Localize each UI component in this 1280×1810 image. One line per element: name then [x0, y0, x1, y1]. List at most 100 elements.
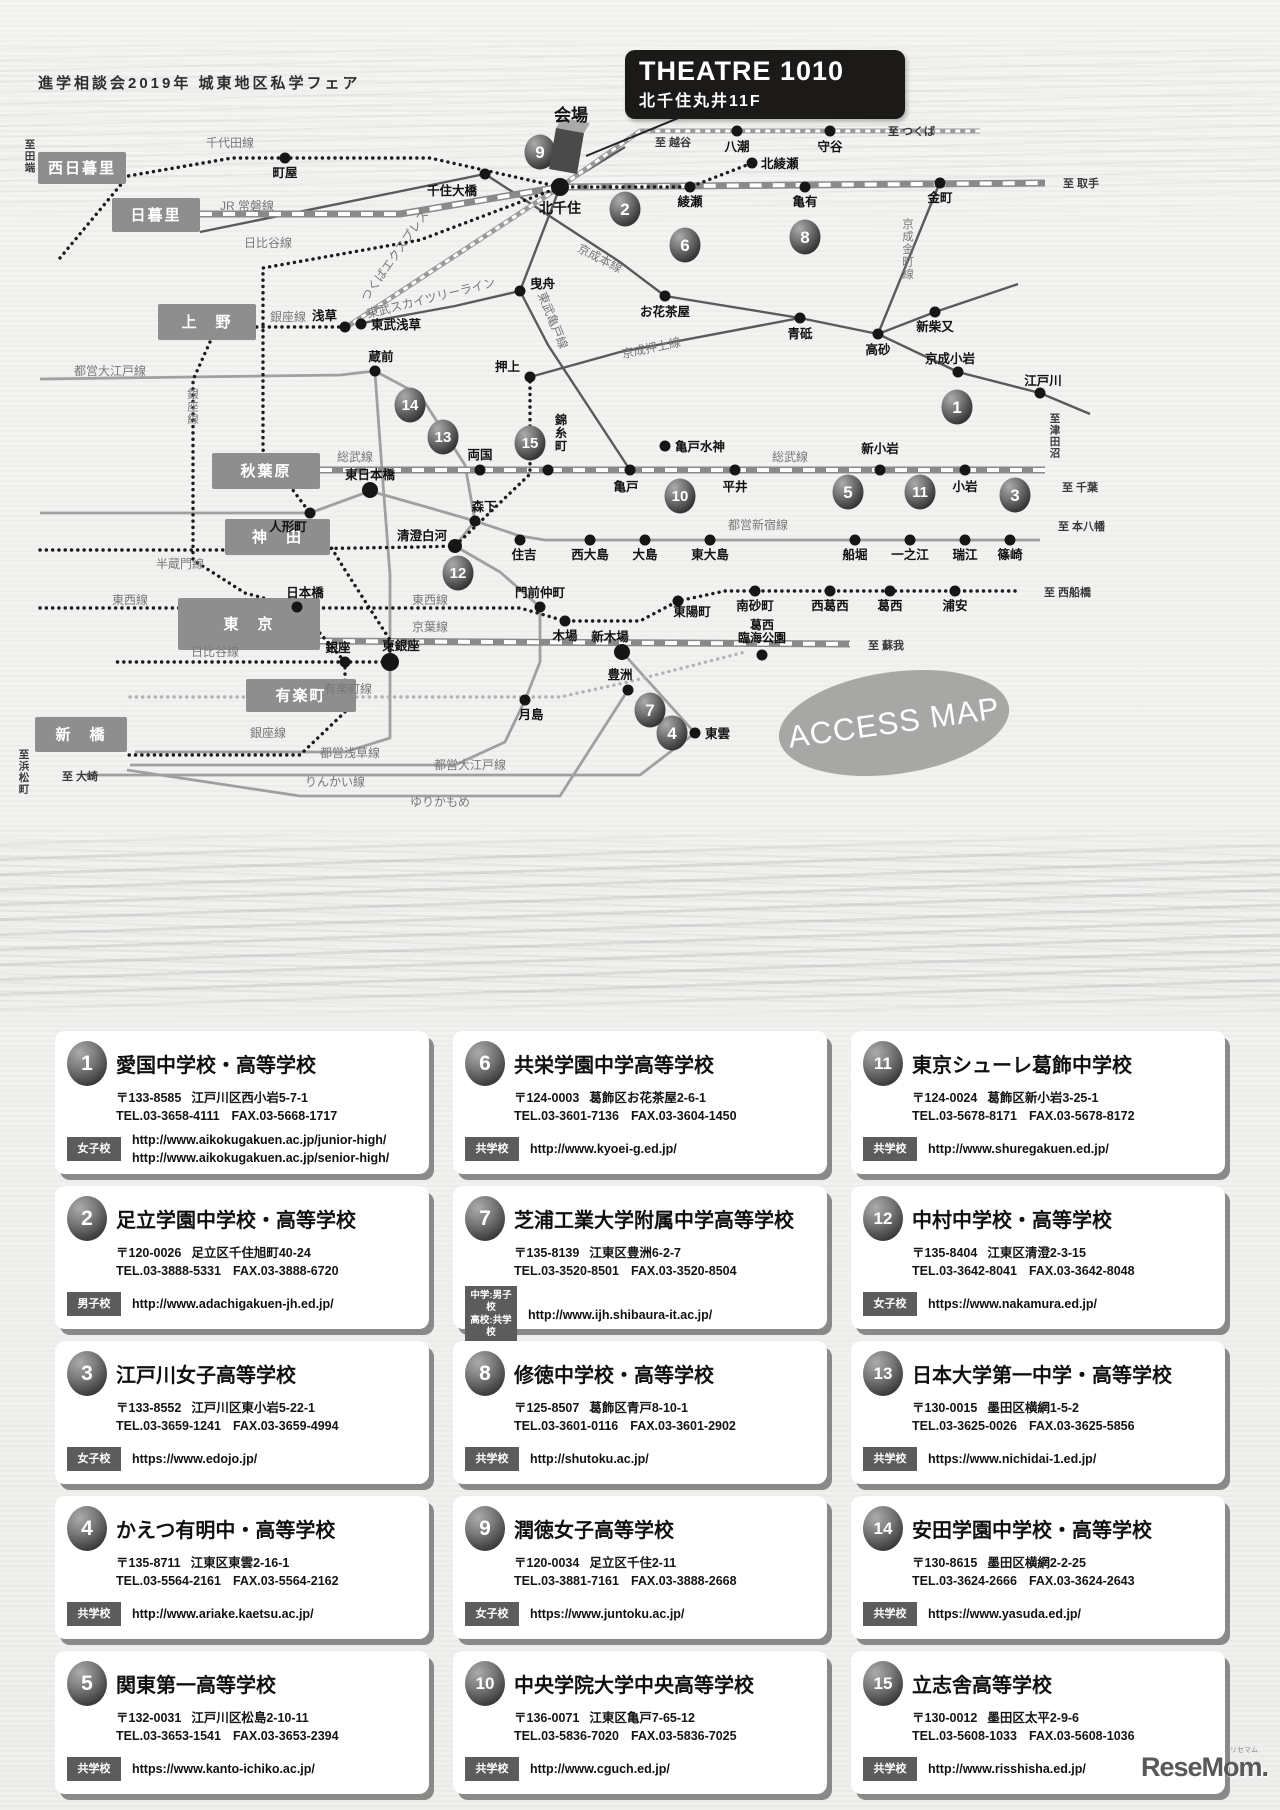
school-type-badge: 共学校 — [67, 1601, 121, 1627]
line-name-label: つくばエクスプレス — [358, 208, 431, 304]
map-number-label: 13 — [435, 429, 452, 446]
school-name: 立志舎高等学校 — [912, 1675, 1052, 1697]
resemom-logo-ruby: リセマム — [1230, 1747, 1258, 1754]
station-dot — [904, 534, 916, 546]
school-url-link[interactable]: http://www.aikokugakuen.ac.jp/junior-hig… — [132, 1133, 387, 1147]
station-label: 八潮 — [723, 139, 749, 154]
station-label: 亀有 — [792, 194, 817, 209]
school-url-link[interactable]: http://www.kyoei-g.ed.jp/ — [530, 1141, 677, 1156]
school-url-link[interactable]: http://www.shuregakuen.ed.jp/ — [928, 1141, 1109, 1156]
map-vertical-label: 線 — [902, 267, 914, 281]
station-label: 東銀座 — [382, 638, 420, 653]
school-urls: https://www.nakamura.ed.jp/ — [928, 1295, 1097, 1313]
venue-name: THEATRE 1010 — [639, 56, 845, 86]
school-urls: http://www.ijh.shibaura-it.ac.jp/ — [528, 1306, 712, 1324]
school-type-badge: 共学校 — [863, 1756, 917, 1782]
line-name-label: 京成押上線 — [620, 334, 682, 361]
school-postal: 〒120-0034 — [514, 1556, 580, 1570]
line-name-label: ゆりかもめ — [410, 795, 470, 809]
venue-building-icon — [556, 118, 590, 133]
map-vertical-label: 銀 — [187, 387, 199, 401]
station-label: 銀座 — [324, 640, 351, 655]
school-fax: FAX.03-3624-2643 — [1028, 1573, 1135, 1588]
school-street: 墨田区横網1-5-2 — [987, 1401, 1080, 1415]
school-fax: FAX.03-5608-1036 — [1028, 1728, 1135, 1743]
venue-marker-label: 会場 — [554, 105, 588, 125]
brush-texture-middle — [0, 828, 1280, 1020]
school-street: 江東区東雲2-16-1 — [190, 1556, 290, 1570]
station-dot — [279, 152, 291, 164]
station-label: 篠崎 — [997, 547, 1023, 562]
school-postal: 〒136-0071 — [514, 1711, 580, 1725]
school-tel: TEL.03-3601-0116 — [514, 1418, 619, 1433]
line-name-label: 東西線 — [412, 592, 448, 607]
station-label: 人形町 — [269, 519, 307, 534]
school-tel: TEL.03-3601-7136 — [514, 1108, 619, 1123]
rail-line — [38, 589, 1022, 623]
school-url-link[interactable]: http://www.adachigakuen-jh.ed.jp/ — [132, 1296, 334, 1311]
major-station-label: 有楽町 — [275, 687, 326, 705]
school-number-badge: 3 — [67, 1351, 107, 1396]
line-name-label: 銀座線 — [270, 309, 306, 324]
major-station-label: 上 野 — [181, 314, 232, 331]
station-dot — [959, 534, 971, 546]
school-type-badge: 共学校 — [863, 1601, 917, 1627]
station-dot — [622, 684, 634, 696]
station-dot — [929, 306, 941, 318]
school-url-link[interactable]: http://www.ariake.kaetsu.ac.jp/ — [132, 1606, 314, 1621]
station-dot — [746, 157, 758, 169]
line-name-label: 日比谷線 — [244, 235, 292, 250]
school-urls: http://www.adachigakuen-jh.ed.jp/ — [132, 1295, 334, 1313]
school-url-link[interactable]: https://www.juntoku.ac.jp/ — [530, 1606, 685, 1621]
school-name: 日本大学第一中学・高等学校 — [912, 1365, 1172, 1387]
rail-line — [126, 689, 630, 798]
school-url-link[interactable]: https://www.kanto-ichiko.ac.jp/ — [132, 1761, 315, 1776]
school-tel: TEL.03-3888-5331 — [116, 1263, 221, 1278]
map-vertical-label: 至 — [19, 749, 30, 761]
station-label: 江戸川 — [1024, 373, 1062, 388]
direction-label: 至 越谷 — [655, 135, 692, 149]
map-vertical-label: 至 — [1050, 413, 1061, 425]
map-vertical-label: 浜 — [19, 760, 30, 773]
school-url-link[interactable]: http://www.aikokugakuen.ac.jp/senior-hig… — [132, 1151, 390, 1166]
station-label: 日本橋 — [286, 585, 324, 600]
major-station-label: 新 橋 — [55, 726, 106, 744]
access-map-label: ACCESS MAP — [785, 690, 1002, 755]
line-name-label: 東西線 — [112, 592, 148, 607]
school-url-link[interactable]: https://www.nakamura.ed.jp/ — [928, 1296, 1098, 1311]
school-number-badge: 6 — [465, 1041, 505, 1086]
school-url-link[interactable]: https://www.nichidai-1.ed.jp/ — [928, 1451, 1097, 1466]
major-station-label: 日暮里 — [130, 206, 181, 224]
line-name-label: 京葉線 — [412, 619, 448, 634]
school-tel: TEL.03-3520-8501 — [514, 1263, 619, 1278]
station-label: 北千住 — [539, 200, 581, 216]
venue-floor: 北千住丸井11F — [639, 93, 762, 111]
school-url-link[interactable]: http://www.ijh.shibaura-it.ac.jp/ — [528, 1307, 713, 1322]
school-street: 葛飾区青戸8-10-1 — [589, 1401, 688, 1415]
school-number-badge: 7 — [465, 1196, 505, 1241]
school-tel: TEL.03-3624-2666 — [912, 1573, 1017, 1588]
station-dot — [659, 290, 671, 302]
school-url-link[interactable]: https://www.edojo.jp/ — [132, 1451, 258, 1466]
school-url-link[interactable]: http://www.risshisha.ed.jp/ — [928, 1761, 1086, 1776]
venue-callout: THEATRE 1010 北千住丸井11F — [625, 50, 905, 120]
rail-line — [356, 145, 626, 326]
major-station-label: 神 田 — [252, 528, 303, 546]
school-postal: 〒124-0024 — [912, 1091, 978, 1105]
school-url-link[interactable]: http://shutoku.ac.jp/ — [530, 1451, 649, 1466]
school-fax: FAX.03-3642-8048 — [1028, 1263, 1135, 1278]
school-url-link[interactable]: https://www.yasuda.ed.jp/ — [928, 1606, 1082, 1621]
school-url-link[interactable]: http://www.cguch.ed.jp/ — [530, 1761, 670, 1776]
resemom-logo: リセマム ReseMom. — [1141, 1747, 1269, 1783]
school-postal: 〒125-8507 — [514, 1401, 580, 1415]
school-postal: 〒133-8585 — [116, 1091, 182, 1105]
